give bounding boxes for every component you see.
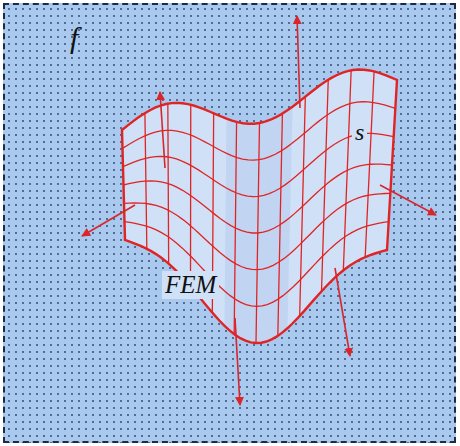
- mesh-line: [256, 123, 260, 343]
- mesh-line: [234, 122, 236, 334]
- mesh-line: [167, 104, 169, 264]
- fluid-dots: [3, 3, 456, 443]
- surface-symbol: s: [352, 119, 367, 145]
- mesh-line: [300, 97, 306, 316]
- normal-arrow: [235, 318, 240, 405]
- method-label: FEM: [162, 271, 219, 299]
- surface-shade: [225, 107, 293, 343]
- normal-arrows: [82, 16, 436, 405]
- normal-arrow: [82, 205, 135, 236]
- mesh-line: [145, 113, 147, 249]
- mesh-line: [343, 70, 351, 270]
- mesh-line: [278, 114, 283, 336]
- domain-symbol: f: [67, 21, 81, 54]
- surface-fill: [122, 70, 397, 343]
- mesh-line: [190, 105, 192, 287]
- normal-arrow: [380, 185, 436, 215]
- mesh-line: [322, 80, 329, 292]
- surface-outline: [122, 70, 397, 343]
- fluid-region: [3, 3, 456, 443]
- normal-arrow: [297, 16, 300, 108]
- normal-arrow: [160, 92, 165, 168]
- mesh-line: [365, 71, 374, 257]
- fluid-domain: fsFEM: [3, 3, 456, 443]
- surface-sheet: [122, 70, 397, 343]
- normal-arrow: [335, 268, 350, 356]
- structure-surface: sFEM: [112, 47, 412, 347]
